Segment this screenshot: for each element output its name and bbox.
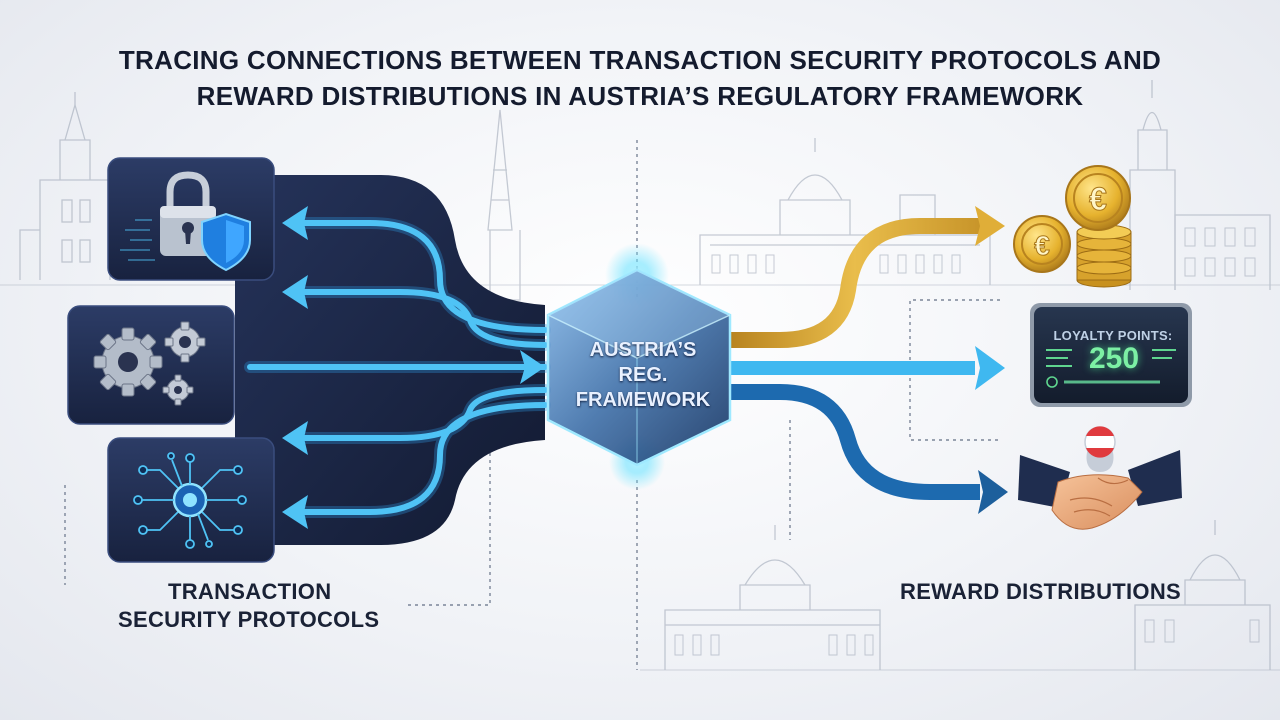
left-tower-outline	[19, 92, 111, 280]
bottom-right-domed-outline	[1134, 520, 1271, 670]
right-section-label: Reward Distributions	[900, 579, 1181, 604]
loyalty-tablet-icon	[1030, 303, 1192, 407]
svg-text:€: €	[1089, 181, 1107, 217]
left-navy-panel	[235, 175, 545, 545]
hub-label-line-1: Austria’s	[589, 339, 697, 361]
title-line-1: Tracing Connections Between Transaction …	[118, 45, 1162, 75]
arrowhead-lock-2	[282, 275, 308, 309]
arrow-to-chip-2	[297, 387, 548, 441]
arrow-gold	[730, 218, 980, 348]
padlock-shield-icon	[120, 171, 251, 272]
hub-label-line-2: Reg.	[618, 364, 668, 386]
regulatory-hub[interactable]	[546, 243, 732, 490]
handshake-austria-flag-icon	[1018, 426, 1182, 530]
domed-parliament-outline	[699, 138, 991, 285]
diagram-title: Tracing Connections Between Transaction …	[0, 42, 1280, 114]
hub-label-line-3: Framework	[575, 389, 711, 411]
security-flow-arrows	[244, 206, 551, 529]
loyalty-points-title: Loyalty Points:	[1053, 328, 1173, 343]
circuit-chip-icon	[133, 452, 247, 549]
arrowhead-chip-2	[282, 421, 308, 455]
gears-icon	[93, 321, 206, 406]
gothic-spire-outline	[487, 109, 521, 301]
arrow-to-chip	[297, 402, 548, 515]
hub-label: Austria’s Reg. Framework	[548, 338, 738, 413]
card-chip[interactable]	[107, 437, 275, 563]
background-buildings	[0, 80, 1280, 671]
arrow-dark-blue	[730, 384, 980, 500]
card-gears[interactable]	[67, 305, 235, 425]
reward-flow-arrows	[730, 206, 1008, 514]
euro-coins-icon: € €	[1013, 165, 1132, 288]
bottom-domed-outline	[664, 525, 881, 670]
left-section-label-line-2: Security Protocols	[118, 607, 380, 632]
arrow-to-lock	[297, 220, 548, 333]
left-section-label-line-1: Transaction	[168, 579, 332, 604]
loyalty-points-value: 250	[1088, 342, 1140, 375]
svg-text:€: €	[1034, 230, 1050, 261]
title-line-2: Reward Distributions in Austria’s Regula…	[196, 81, 1084, 111]
arrowhead-gears	[520, 350, 545, 384]
arrow-to-lock-2	[297, 289, 548, 348]
card-padlock[interactable]	[107, 157, 275, 281]
arrowhead-lock	[282, 206, 308, 240]
left-section-label: Transaction Security Protocols	[118, 578, 379, 634]
arrowhead-chip	[282, 495, 308, 529]
